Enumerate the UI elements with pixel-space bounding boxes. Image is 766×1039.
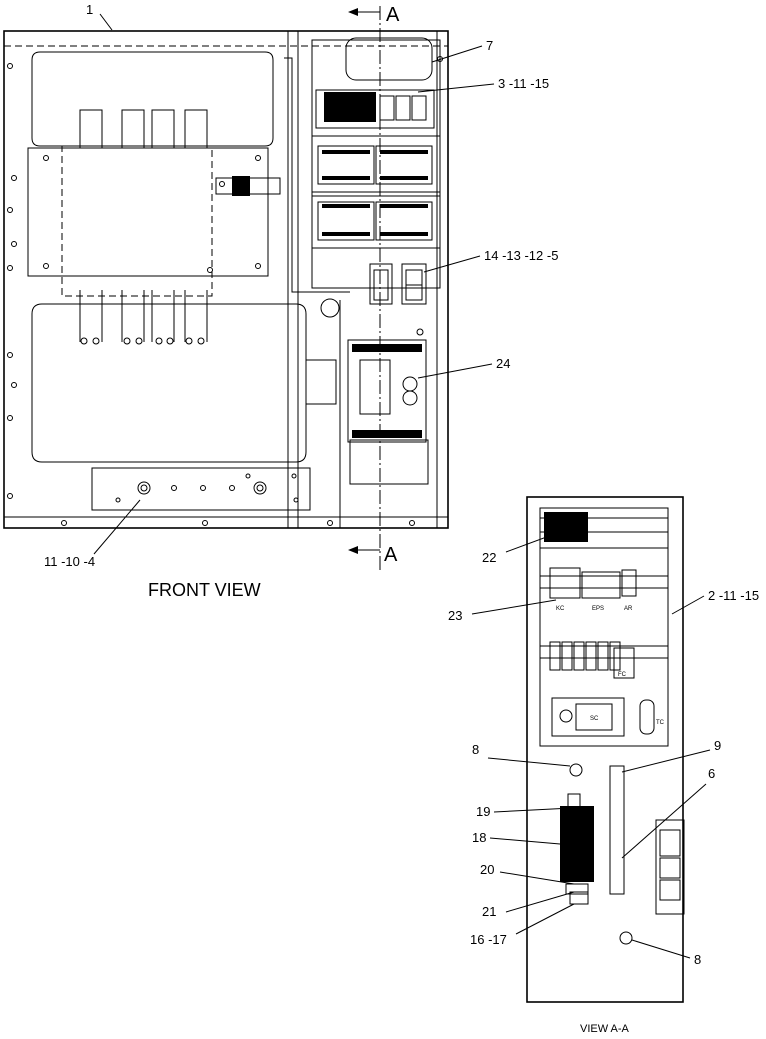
grommet-front (320, 298, 340, 318)
front-cabinet-outline (3, 30, 449, 529)
callout-24: 24 (496, 356, 510, 371)
main-breaker-block (27, 147, 269, 277)
callout-14-13-12-5: 14 -13 -12 -5 (484, 248, 558, 263)
section-mark-top: A (386, 4, 400, 26)
callout-22: 22 (482, 550, 496, 565)
breaker-pole-bottoms (79, 290, 208, 345)
controller-board-item-24 (305, 339, 429, 485)
hole-item-8-lower (619, 931, 633, 945)
item-7-housing (345, 37, 433, 81)
component-item-6 (655, 819, 685, 915)
front-view: A A FRONT VIEW (3, 4, 449, 600)
callout-9: 9 (714, 738, 721, 753)
component-tc: TC (639, 699, 665, 735)
label-eps: EPS (592, 606, 604, 612)
label-sc: SC (590, 716, 599, 722)
switch-pair (369, 263, 427, 305)
section-view-title: VIEW A-A (580, 1023, 630, 1035)
callout-11-10-4: 11 -10 -4 (44, 554, 95, 569)
callout-16-17: 16 -17 (470, 932, 507, 947)
section-cabinet-outline (526, 496, 684, 1003)
callout-6: 6 (708, 766, 715, 781)
label-fc: FC (618, 672, 627, 678)
callout-18: 18 (472, 830, 486, 845)
section-mark-bottom: A (384, 544, 398, 566)
upper-recess (31, 51, 274, 147)
label-kc: KC (556, 606, 565, 612)
callout-7: 7 (486, 38, 493, 53)
front-edge-holes (7, 56, 443, 526)
section-backplate (539, 507, 669, 747)
terminal-block-small (232, 176, 250, 196)
front-view-title: FRONT VIEW (148, 580, 261, 600)
callout-2-11-15: 2 -11 -15 (708, 588, 759, 603)
callout-19: 19 (476, 804, 490, 819)
callout-20: 20 (480, 862, 494, 877)
callouts: 1 7 3 -11 -15 14 -13 -12 -5 24 11 -10 -4… (44, 2, 759, 967)
hole-item-8-upper (569, 763, 583, 777)
label-ar: AR (624, 606, 633, 612)
transformer-sc: SC (551, 697, 625, 737)
callout-1: 1 (86, 2, 93, 17)
device-row-item-23: KC EPS AR (549, 567, 637, 612)
relay-board-upper (311, 135, 441, 193)
relay-board-lower (311, 195, 441, 249)
terminal-bank-item-22 (544, 512, 588, 542)
leader-lines (93, 13, 711, 959)
block-screws (43, 155, 261, 273)
lower-recess (31, 303, 307, 463)
terminal-stack-item-18 (560, 793, 594, 905)
gland-plate (91, 467, 311, 511)
callout-3-11-15: 3 -11 -15 (498, 76, 549, 91)
callout-8-upper: 8 (472, 742, 479, 757)
terminal-row-item-3 (315, 89, 435, 129)
bracket-item-9 (609, 765, 625, 895)
callout-8-lower: 8 (694, 952, 701, 967)
gland-holes (115, 473, 299, 503)
breaker-row: FC (549, 641, 635, 679)
breaker-pole-tops (79, 109, 208, 149)
section-view-a-a: KC EPS AR FC SC TC (526, 496, 685, 1035)
callout-21: 21 (482, 904, 496, 919)
callout-23: 23 (448, 608, 462, 623)
label-tc: TC (656, 720, 665, 726)
